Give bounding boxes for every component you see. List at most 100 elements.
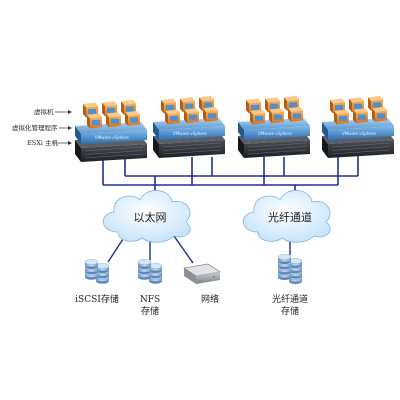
host-vent	[162, 142, 222, 148]
vm-side	[288, 108, 291, 122]
host-vent	[247, 149, 307, 155]
disk-top	[84, 259, 99, 265]
vm-top	[199, 95, 214, 101]
network-links	[102, 155, 359, 200]
vm-box	[288, 106, 303, 122]
nfs-storage[interactable]	[137, 259, 163, 284]
vm-box	[353, 108, 368, 124]
device-links	[107, 235, 291, 264]
host-front	[81, 144, 147, 162]
vm-top	[165, 109, 180, 115]
network-label: 网络	[201, 293, 219, 305]
esxi-host-4[interactable]: VMware vSphere	[322, 95, 394, 158]
vm-top	[102, 101, 117, 107]
vm-top	[334, 109, 349, 115]
vm-top	[269, 108, 284, 114]
vm-side	[83, 104, 86, 118]
hypervisor-label: 虚拟化管理程序	[12, 123, 58, 132]
vm-top	[368, 95, 383, 101]
network-device[interactable]	[183, 263, 221, 284]
vm-top	[372, 106, 387, 112]
vm-side	[184, 109, 187, 124]
vm-side	[161, 100, 164, 114]
esxi-host-1[interactable]: VMware vSphere	[75, 99, 147, 162]
vm-side	[246, 100, 249, 114]
vm-screen	[126, 106, 134, 112]
fibre-cloud-shape	[242, 190, 331, 243]
nfs-label-1: NFS	[140, 295, 160, 305]
storage-devices	[84, 254, 303, 284]
host-vent	[247, 146, 307, 151]
vm-side	[125, 112, 128, 126]
host-vent	[331, 149, 391, 155]
vm-screen	[251, 105, 259, 110]
vm-box	[372, 106, 387, 122]
vm-screen	[289, 102, 297, 108]
disk-top	[137, 259, 152, 265]
hypervisor-arrow-head	[68, 126, 72, 130]
vm-screen	[270, 103, 278, 109]
host-vent	[162, 149, 222, 155]
vm-screen	[335, 105, 343, 110]
hypervisor-side	[75, 126, 81, 144]
esxi-host-2[interactable]: VMware vSphere	[153, 95, 225, 158]
vm-screen	[293, 113, 301, 119]
vm-side	[265, 98, 268, 113]
fc-storage[interactable]	[277, 254, 303, 284]
vm-screen	[111, 118, 119, 124]
vm-screen	[88, 109, 96, 114]
vm-box	[250, 109, 265, 125]
vm-label: 虚拟机	[34, 107, 54, 116]
network-device-side	[184, 268, 196, 284]
vm-side	[334, 111, 337, 125]
device-labels: iSCSI存储 NFS 存储 网络 光纤通道 存储	[75, 293, 308, 317]
network-device-front	[196, 272, 220, 284]
host-vent	[84, 150, 144, 155]
vm-top	[349, 97, 364, 103]
vm-side	[102, 102, 105, 117]
vm-top	[203, 106, 218, 112]
vm-top	[121, 99, 136, 105]
iscsi-storage[interactable]	[84, 259, 110, 284]
vm-screen	[339, 116, 347, 121]
vm-screen	[354, 103, 362, 109]
vm-side	[106, 113, 109, 128]
vm-side	[353, 109, 356, 124]
vm-box	[199, 95, 214, 111]
esxi-host-3[interactable]: VMware vSphere	[238, 95, 310, 158]
vm-top	[284, 95, 299, 101]
ethernet-cloud[interactable]: 以太网	[102, 190, 191, 243]
host-side	[322, 136, 328, 158]
vm-screen	[358, 114, 366, 120]
vm-screen	[185, 103, 193, 109]
vm-side	[121, 101, 124, 115]
vm-screen	[170, 116, 178, 121]
hypervisor-band	[159, 126, 225, 140]
vm-top	[87, 113, 102, 119]
vm-side	[330, 100, 333, 114]
ethernet-cloud-label: 以太网	[134, 211, 167, 224]
host-label: ESXi 主机	[27, 138, 58, 147]
vm-screen	[92, 120, 100, 125]
vm-box	[203, 106, 218, 122]
fc-label-2: 存储	[281, 305, 299, 317]
hypervisor-band	[81, 130, 147, 144]
vm-screen	[373, 102, 381, 108]
vm-screen	[274, 114, 282, 120]
vm-top	[184, 108, 199, 114]
host-arrow-head	[68, 141, 72, 145]
host-front	[244, 140, 310, 158]
fibre-cloud[interactable]: 光纤通道	[242, 190, 331, 243]
host-vent	[84, 153, 144, 159]
vm-side	[250, 111, 253, 125]
vm-side	[165, 111, 168, 125]
host-vent	[331, 142, 391, 148]
vm-side	[284, 97, 287, 111]
vm-box	[165, 109, 180, 125]
vm-top	[250, 109, 265, 115]
vm-top	[83, 102, 98, 108]
vm-box	[334, 109, 349, 125]
vm-screen	[255, 116, 263, 121]
